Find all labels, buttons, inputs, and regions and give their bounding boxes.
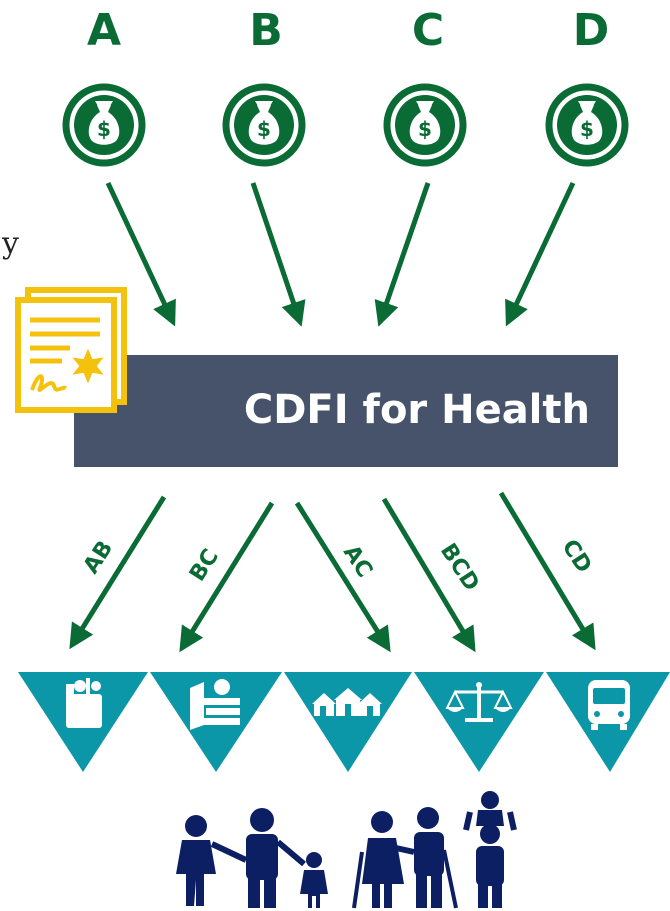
outflow-arrow [498, 491, 596, 651]
books-apple-icon [190, 679, 240, 730]
certificate-icon [15, 287, 127, 413]
outflow-arrow [381, 497, 476, 653]
community-people-icon [176, 791, 517, 909]
investor-label-b: B [249, 5, 283, 56]
outflow-arrow [69, 495, 167, 650]
outflow-arrow [294, 501, 391, 653]
scales-of-justice-icon [445, 682, 513, 722]
grocery-bag-icon [66, 678, 102, 728]
investor-label-d: D [572, 5, 610, 56]
investor-label-a: A [86, 5, 122, 56]
investor-label-c: C [411, 5, 445, 56]
inflow-arrow [505, 181, 576, 327]
bus-icon [588, 680, 630, 730]
cdfi-box-label: CDFI for Health [243, 387, 590, 433]
inflow-arrow [250, 182, 306, 327]
outflow-arrow [179, 501, 275, 653]
inflow-arrow [105, 181, 176, 327]
sector-triangle-housing [284, 672, 412, 772]
side-glyph: y [2, 226, 19, 261]
inflow-arrow [374, 182, 431, 327]
cdfi-box: CDFI for Health [74, 355, 618, 467]
houses-icon [312, 688, 382, 716]
